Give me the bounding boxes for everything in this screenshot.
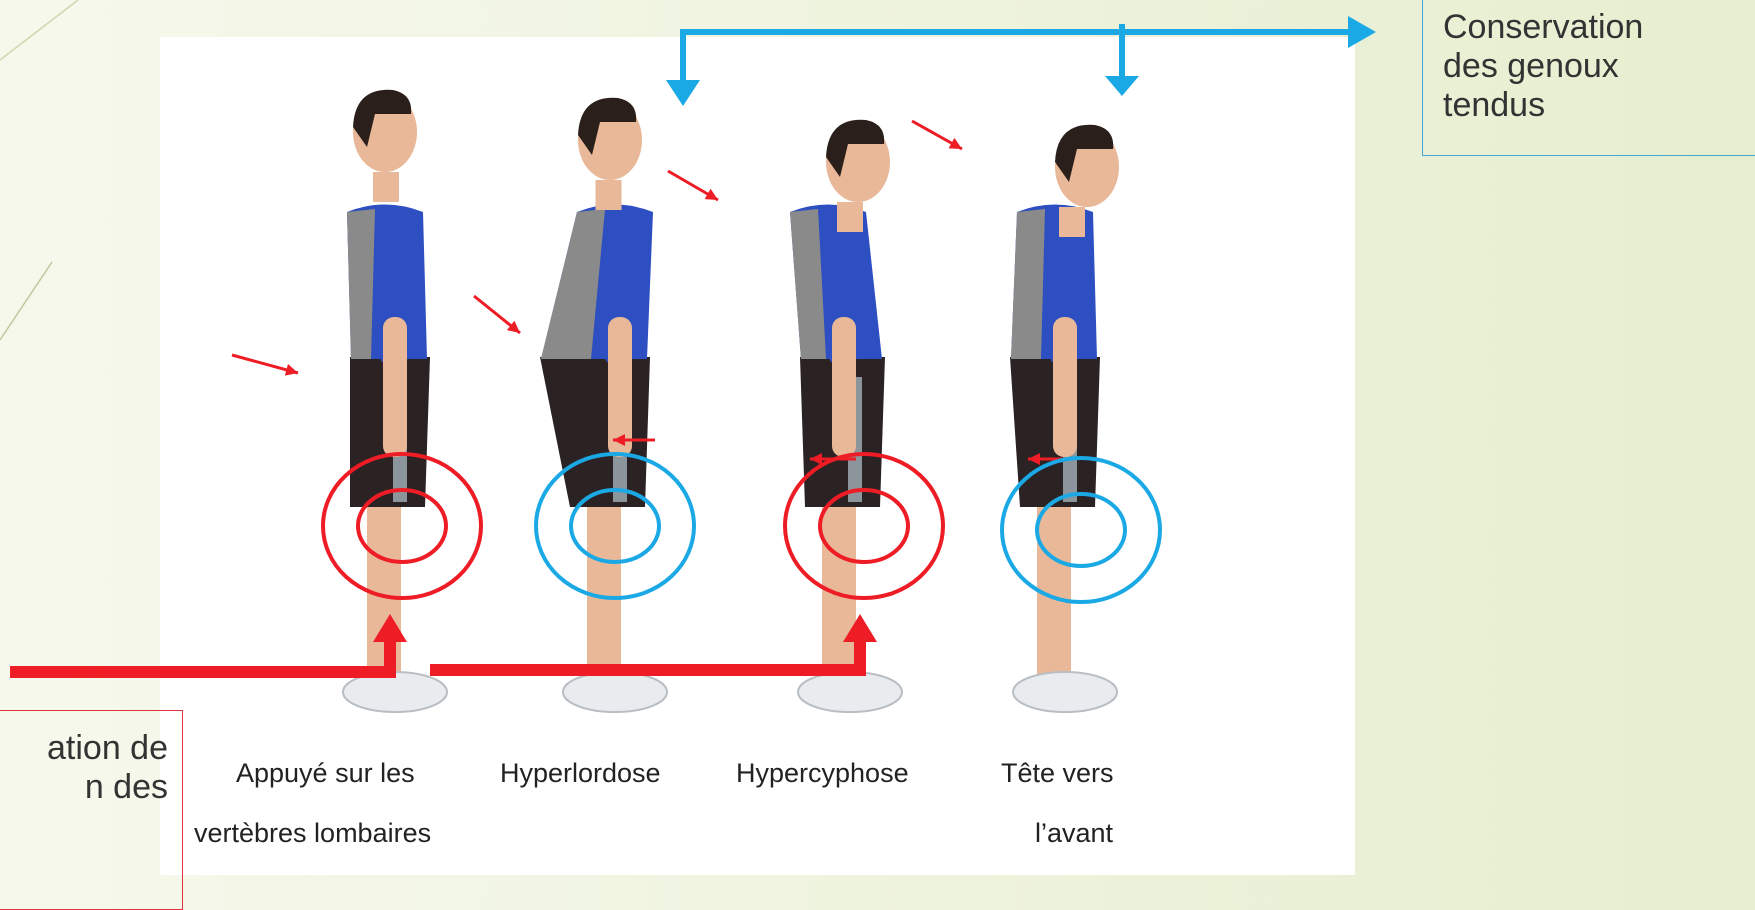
callout-red-line1: ation de [47,729,168,768]
callout-blue-line3: tendus [1443,86,1755,125]
knee-target-lumbar [323,454,481,598]
callout-blue-line1: Conservation [1443,8,1755,47]
red-arrowhead-up-lumbar [373,614,407,642]
blue-arrowhead-right [1348,16,1376,48]
blue-arrowhead-down-hyperlordose [666,80,700,106]
knee-target-head-forward [1002,458,1160,602]
knee-target-hyperlordose [536,454,694,598]
callout-red-truncated: ation de n des [0,710,183,910]
blue-connector-arrow [683,24,1350,92]
knee-target-hypercyphose [785,454,943,598]
red-connector-arrow [10,640,860,672]
callout-knees-kept-straight: Conservation des genoux tendus [1422,0,1755,156]
blue-arrowhead-down-head-forward [1105,76,1139,96]
callout-red-line2: n des [47,768,168,807]
red-arrowhead-up-hypercyphose [843,614,877,642]
callout-blue-line2: des genoux [1443,47,1755,86]
